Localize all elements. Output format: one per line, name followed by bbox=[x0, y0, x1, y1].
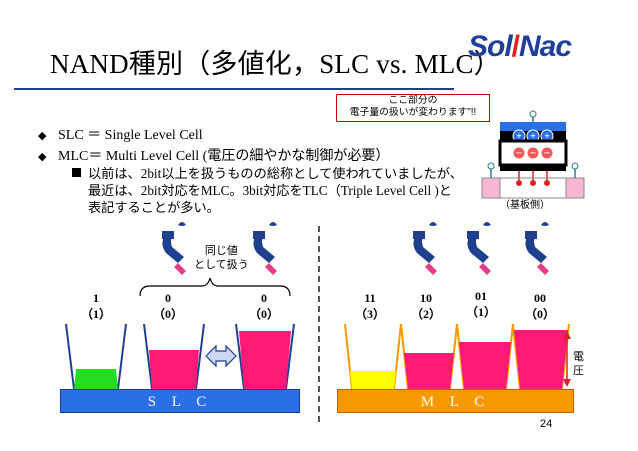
minus-sign: − bbox=[516, 148, 522, 160]
slc-label-2-bits: 0 bbox=[165, 291, 171, 305]
mlc-label-10-value: （2） bbox=[410, 307, 441, 321]
note-line-2: 最近は、2bit対応をMLC。3bit対応をTLC（Triple Level C… bbox=[88, 183, 452, 198]
slc-label-3-value: （0） bbox=[248, 307, 279, 321]
substrate-electron bbox=[516, 180, 522, 186]
voltage-arrow-head-up bbox=[563, 331, 571, 339]
callout-line-2: 電子量の扱いが変わります"!! bbox=[349, 107, 477, 118]
same-value-label: 同じ値 として扱う bbox=[194, 244, 249, 272]
cup-fill-pink bbox=[404, 353, 454, 389]
faucet-icon bbox=[467, 222, 491, 275]
logo-left: Sol bbox=[468, 30, 513, 63]
faucet-icon bbox=[162, 222, 186, 275]
tunnel-oxide bbox=[500, 165, 566, 171]
logo-right: Nac bbox=[519, 30, 572, 63]
logo-slash: / bbox=[511, 30, 520, 63]
control-gate bbox=[500, 122, 566, 131]
source-terminal bbox=[487, 162, 495, 170]
slc-label-3-bits: 0 bbox=[261, 291, 267, 305]
sub-bullet-note: 以前は、2bit以上を扱うものの総称として使われていましたが、 最近は、2bit… bbox=[72, 165, 463, 216]
minus-sign: − bbox=[544, 148, 550, 160]
page-number: 24 bbox=[540, 418, 553, 430]
mlc-label-01: 01 （1） bbox=[461, 288, 501, 320]
mlc-label-00-value: （0） bbox=[524, 307, 555, 321]
slc-label-1-value: （1） bbox=[80, 307, 111, 321]
diamond-bullet-icon: ◆ bbox=[38, 151, 47, 163]
section-divider bbox=[318, 226, 320, 422]
solnac-logo: Sol/Nac bbox=[468, 30, 572, 64]
substrate-caption: （基板側） bbox=[500, 200, 550, 211]
plus-sign: + bbox=[516, 132, 522, 143]
mlc-label-00-bits: 00 bbox=[534, 291, 546, 305]
minus-sign: − bbox=[530, 148, 536, 160]
drain-terminal bbox=[571, 162, 579, 170]
voltage-label: 電圧 bbox=[573, 351, 584, 377]
gate-terminal bbox=[529, 110, 537, 118]
plus-sign: + bbox=[544, 132, 550, 143]
plus-sign: + bbox=[530, 132, 536, 143]
grouping-brace bbox=[139, 277, 291, 297]
substrate-electron bbox=[530, 180, 536, 186]
page-title: NAND種別（多値化，SLC vs. MLC） bbox=[50, 49, 501, 79]
faucet-icon bbox=[413, 222, 437, 275]
slc-label-2: 0 （0） bbox=[148, 290, 188, 322]
electron-icon bbox=[512, 146, 526, 160]
mlc-label-10-bits: 10 bbox=[420, 291, 432, 305]
voltage-arrow-head-down bbox=[563, 379, 571, 387]
callout-line-1: ここ部分の bbox=[388, 95, 438, 106]
slc-label-2-value: （0） bbox=[152, 307, 183, 321]
diamond-bullet-icon: ◆ bbox=[38, 130, 47, 142]
mlc-label-11: 11 （3） bbox=[350, 290, 390, 322]
cup-fill-pink bbox=[459, 342, 511, 389]
square-bullet-icon bbox=[72, 168, 81, 177]
mlc-label-01-bits: 01 bbox=[475, 289, 487, 303]
note-line-3: 表記することが多い。 bbox=[88, 200, 220, 215]
floating-gate-cell-diagram: + + + − − − bbox=[481, 110, 585, 199]
callout-box: ここ部分の 電子量の扱いが変わります"!! bbox=[336, 94, 490, 122]
bullet-mlc: ◆ MLC＝ Multi Level Cell (電圧の細やかな制御が必要） bbox=[38, 145, 389, 165]
note-line-1: 以前は、2bit以上を扱うものの総称として使われていましたが、 bbox=[88, 166, 463, 181]
electron-icon bbox=[526, 146, 540, 160]
faucet-icon bbox=[253, 222, 277, 275]
mlc-bar: M L C bbox=[337, 389, 574, 413]
cup-fill-pink bbox=[239, 331, 291, 389]
same-value-line-2: として扱う bbox=[194, 259, 249, 271]
mlc-label-00: 00 （0） bbox=[520, 290, 560, 322]
faucet-icon bbox=[525, 222, 549, 275]
title-underline bbox=[14, 88, 454, 90]
cup-fill-pink bbox=[514, 330, 568, 389]
mlc-label-10: 10 （2） bbox=[406, 290, 446, 322]
mlc-label-11-value: （3） bbox=[354, 307, 385, 321]
cup-fill-green bbox=[74, 369, 118, 389]
equivalence-arrow-icon bbox=[205, 344, 237, 368]
cup-fill-pink bbox=[149, 350, 199, 389]
substrate-electron bbox=[544, 180, 550, 186]
bullet-slc: ◆ SLC ＝ Single Level Cell bbox=[38, 124, 203, 144]
slc-label-3: 0 （0） bbox=[244, 290, 284, 322]
bullet-mlc-text: MLC＝ Multi Level Cell (電圧の細やかな制御が必要） bbox=[58, 149, 390, 164]
bullet-slc-text: SLC ＝ Single Level Cell bbox=[58, 128, 203, 143]
mlc-label-01-value: （1） bbox=[465, 305, 496, 319]
electron-icon bbox=[540, 146, 554, 160]
slc-bar: S L C bbox=[60, 389, 300, 413]
slc-label-1: 1 （1） bbox=[76, 290, 116, 322]
same-value-line-1: 同じ値 bbox=[204, 245, 238, 257]
slc-label-1-bits: 1 bbox=[93, 291, 99, 305]
cup-fill-yellow bbox=[350, 371, 396, 389]
mlc-label-11-bits: 11 bbox=[364, 291, 376, 305]
